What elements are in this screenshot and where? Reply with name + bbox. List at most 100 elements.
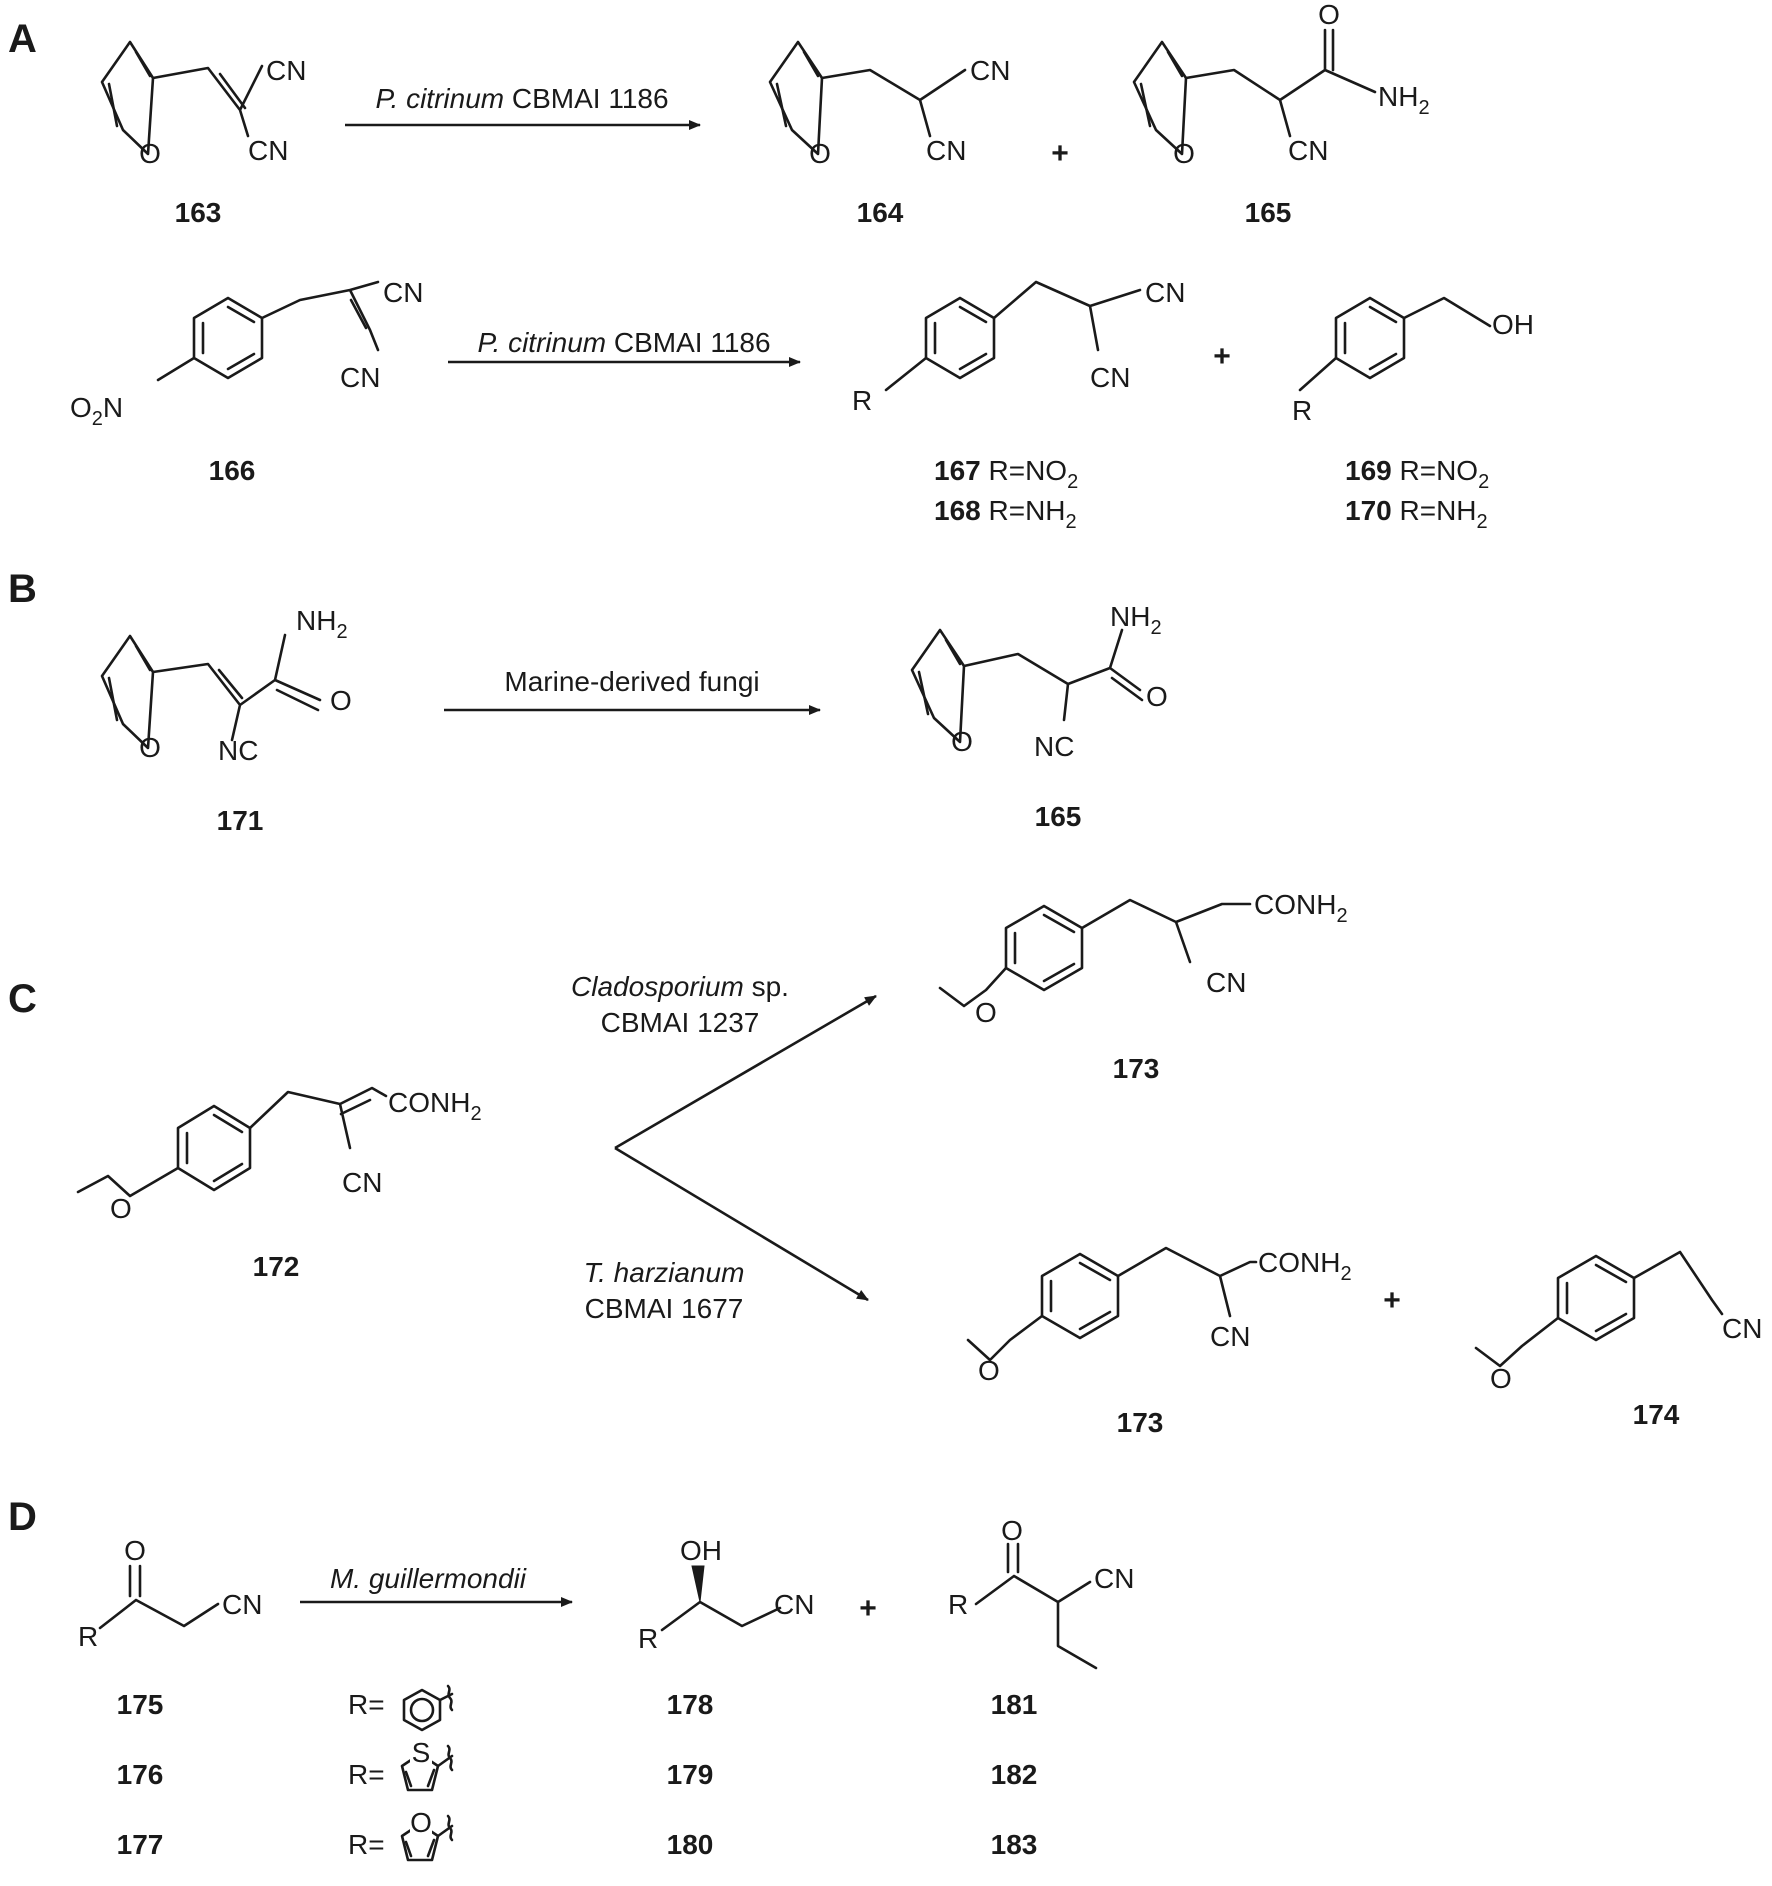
- compound-label-175: 175: [117, 1689, 164, 1720]
- substituent-r-label: R=: [348, 1759, 385, 1790]
- atom-o: O: [1490, 1363, 1512, 1394]
- compound-label-163: 163: [175, 197, 222, 228]
- atom-oh: OH: [680, 1535, 722, 1566]
- atom-cn: CN: [1206, 967, 1246, 998]
- plus-sign: +: [1383, 1284, 1401, 1317]
- atom-nh2: NH2: [1378, 81, 1430, 119]
- atom-oh: OH: [1492, 309, 1534, 340]
- compound-166-structure: CN CN O2N: [70, 277, 423, 430]
- compound-173-structure-bottom: CONH2 CN O: [966, 1246, 1352, 1386]
- plus-sign: +: [859, 1592, 877, 1625]
- compound-label-166: 166: [209, 455, 256, 486]
- atom-o: O: [139, 138, 161, 169]
- atom-cn: CN: [248, 135, 288, 166]
- compound-172-structure: CONH2 CN O: [76, 1086, 482, 1224]
- atom-o: O: [1001, 1515, 1023, 1546]
- compound-174-structure: CN O: [1474, 1250, 1762, 1394]
- atom-o: O: [951, 726, 973, 757]
- panel-label-d: D: [8, 1495, 37, 1539]
- compound-label-172: 172: [253, 1251, 300, 1282]
- compound-165-structure: O O NH2 CN: [1132, 0, 1430, 169]
- compound-label-178: 178: [667, 1689, 714, 1720]
- compound-label-180: 180: [667, 1829, 714, 1860]
- compound-173-structure-top: CONH2 CN O: [938, 889, 1348, 1028]
- atom-r: R: [78, 1621, 98, 1652]
- substituent-r-label: R=: [348, 1829, 385, 1860]
- compound-175-177-structure: O CN R: [78, 1535, 262, 1652]
- compound-label-182: 182: [991, 1759, 1038, 1790]
- atom-r: R: [948, 1589, 968, 1620]
- panel-label-a: A: [8, 17, 37, 61]
- atom-o: O: [809, 138, 831, 169]
- compound-169-170-structure: OH R: [1292, 296, 1534, 426]
- compound-label-181: 181: [991, 1689, 1038, 1720]
- compound-label-177: 177: [117, 1829, 164, 1860]
- atom-conh2: CONH2: [1258, 1247, 1352, 1285]
- thiophene-icon: S: [400, 1737, 454, 1792]
- atom-o: O: [1146, 681, 1168, 712]
- compound-label-173-bottom: 173: [1117, 1407, 1164, 1438]
- compound-label-171: 171: [217, 805, 264, 836]
- reaction-condition-c-top: Cladosporium sp.: [571, 971, 789, 1002]
- atom-cn: CN: [266, 55, 306, 86]
- atom-o: O: [110, 1193, 132, 1224]
- reaction-condition-b: Marine-derived fungi: [504, 666, 759, 697]
- atom-conh2: CONH2: [388, 1087, 482, 1125]
- compound-label-167: 167 R=NO2: [934, 455, 1078, 493]
- atom-cn: CN: [1288, 135, 1328, 166]
- reaction-strain-c-bottom: CBMAI 1677: [585, 1293, 744, 1324]
- atom-nc: NC: [218, 735, 258, 766]
- compound-167-168-structure: CN CN R: [852, 277, 1185, 416]
- atom-s: S: [412, 1737, 431, 1768]
- reaction-condition-a2: P. citrinum CBMAI 1186: [477, 327, 770, 358]
- substituent-r-label: R=: [348, 1689, 385, 1720]
- atom-o: O: [975, 997, 997, 1028]
- atom-o: O: [1173, 138, 1195, 169]
- atom-r: R: [638, 1623, 658, 1654]
- compound-label-165: 165: [1035, 801, 1082, 832]
- atom-conh2: CONH2: [1254, 889, 1348, 927]
- compound-label-168: 168 R=NH2: [934, 495, 1077, 533]
- panel-label-c: C: [8, 977, 37, 1021]
- atom-cn: CN: [1090, 362, 1130, 393]
- atom-o: O: [139, 732, 161, 763]
- panel-label-b: B: [8, 567, 37, 611]
- atom-r: R: [852, 385, 872, 416]
- atom-o: O: [978, 1355, 1000, 1386]
- atom-cn: CN: [970, 55, 1010, 86]
- atom-o: O: [410, 1807, 432, 1838]
- atom-o: O: [330, 685, 352, 716]
- atom-cn: CN: [340, 362, 380, 393]
- compound-label-164: 164: [857, 197, 904, 228]
- compound-label-174: 174: [1633, 1399, 1680, 1430]
- compound-163-structure: O CN CN: [100, 40, 306, 169]
- compound-171-structure: O NH2 O NC: [100, 605, 352, 766]
- compound-label-169: 169 R=NO2: [1345, 455, 1489, 493]
- atom-nh2: NH2: [296, 605, 348, 643]
- atom-cn: CN: [1210, 1321, 1250, 1352]
- phenyl-icon: [402, 1684, 454, 1732]
- compound-label-173-top: 173: [1113, 1053, 1160, 1084]
- plus-sign: +: [1213, 340, 1231, 373]
- atom-cn: CN: [926, 135, 966, 166]
- atom-nh2: NH2: [1110, 601, 1162, 639]
- reaction-condition-d: M. guillermondii: [330, 1563, 527, 1594]
- atom-cn: CN: [383, 277, 423, 308]
- atom-o: O: [1318, 0, 1340, 30]
- compound-165-structure: O NH2 O NC: [910, 601, 1168, 762]
- furan-icon: O: [400, 1807, 454, 1862]
- plus-sign: +: [1051, 137, 1069, 170]
- atom-o: O: [124, 1535, 146, 1566]
- atom-cn: CN: [1094, 1563, 1134, 1594]
- reaction-arrow-c-bottom: [614, 1146, 869, 1302]
- atom-cn: CN: [774, 1589, 814, 1620]
- atom-cn: CN: [222, 1589, 262, 1620]
- atom-r: R: [1292, 395, 1312, 426]
- atom-nc: NC: [1034, 731, 1074, 762]
- atom-o2n: O2N: [70, 392, 123, 430]
- atom-cn: CN: [1145, 277, 1185, 308]
- compound-label-176: 176: [117, 1759, 164, 1790]
- reaction-condition-a1: P. citrinum CBMAI 1186: [375, 83, 668, 114]
- compound-164-structure: O CN CN: [768, 40, 1010, 169]
